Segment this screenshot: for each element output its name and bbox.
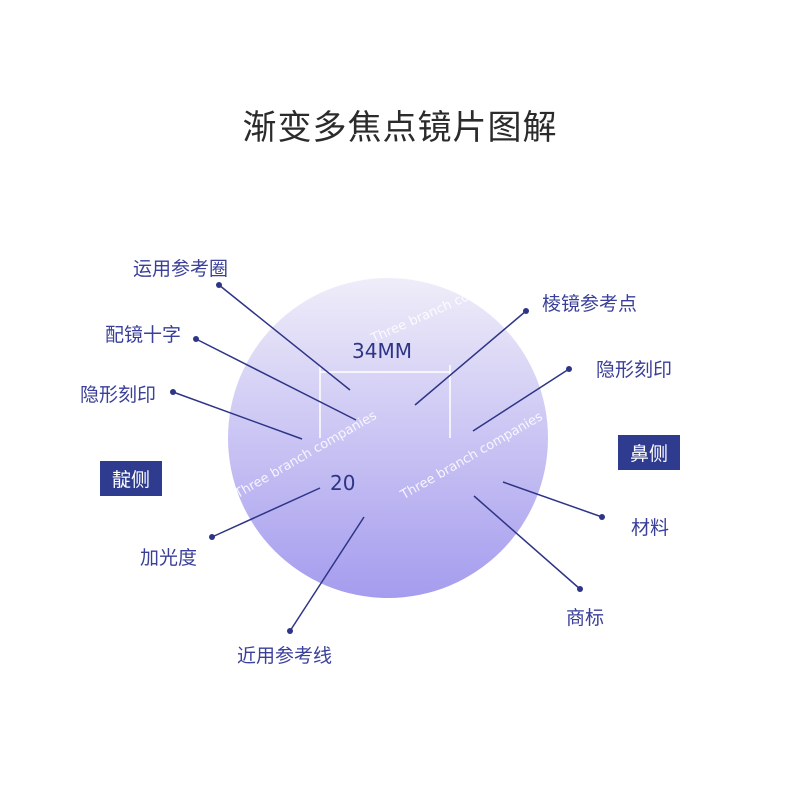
leader-prism-reference-point [414,310,527,406]
add-power-value: 20 [330,471,356,495]
dot-hidden-mark-left [170,389,176,395]
lens-circle [228,278,548,598]
dot-fitting-cross [193,336,199,342]
dot-hidden-mark-right [566,366,572,372]
label-far-reference-circle: 运用参考圈 [133,258,229,280]
page-title: 渐变多焦点镜片图解 [242,108,558,148]
label-hidden-mark-left: 隐形刻印 [80,384,157,406]
dot-material [599,514,605,520]
label-prism-reference-point: 棱镜参考点 [542,293,638,315]
label-trademark: 商标 [566,607,605,629]
leader-hidden-mark-right [472,368,570,432]
dot-add-power [209,534,215,540]
leader-add-power [211,487,321,538]
leader-far-reference-circle [218,284,351,391]
leader-trademark [473,495,581,590]
leader-hidden-mark-left [172,391,303,440]
label-hidden-mark-right: 隐形刻印 [596,359,673,381]
tag-temporal-side: 靛侧 [100,461,163,496]
dot-far-reference-circle [216,282,222,288]
dot-near-reference-line [287,628,293,634]
label-near-reference-line: 近用参考线 [237,645,333,667]
dot-trademark [577,586,583,592]
leader-fitting-cross [195,338,357,421]
lens-width-label: 34MM [352,339,412,363]
leader-material [502,481,603,518]
label-add-power: 加光度 [140,547,198,569]
leader-near-reference-line [289,516,365,632]
tag-nasal-side: 鼻侧 [618,435,681,470]
label-material: 材料 [631,517,670,539]
label-fitting-cross: 配镜十字 [105,324,182,346]
dot-prism-reference-point [523,308,529,314]
